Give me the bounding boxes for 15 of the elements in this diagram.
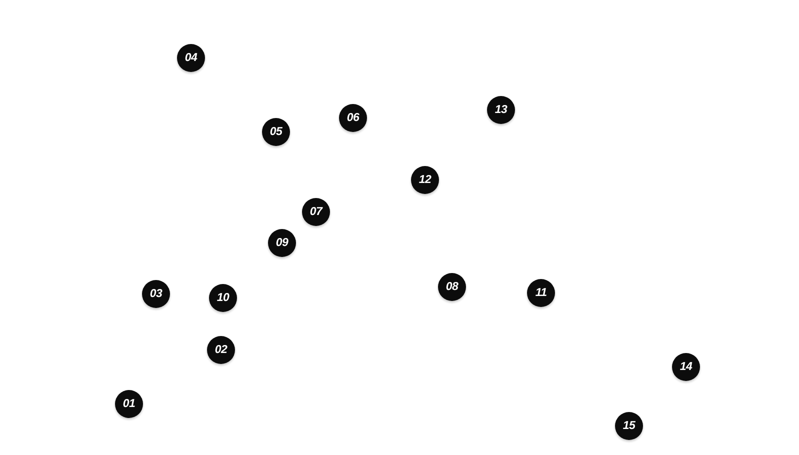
callout-number: 05 xyxy=(262,118,290,146)
callout-number: 13 xyxy=(487,96,515,124)
callout-number: 04 xyxy=(177,44,205,72)
callout-number: 11 xyxy=(527,279,555,307)
callout-number: 02 xyxy=(207,336,235,364)
callout-number: 03 xyxy=(142,280,170,308)
callout-number: 06 xyxy=(339,104,367,132)
callout-number: 10 xyxy=(209,284,237,312)
callout-number: 09 xyxy=(268,229,296,257)
callout-number: 15 xyxy=(615,412,643,440)
callout-number: 12 xyxy=(411,166,439,194)
callout-number: 08 xyxy=(438,273,466,301)
callout-number: 01 xyxy=(115,390,143,418)
callout-number: 14 xyxy=(672,353,700,381)
callout-number: 07 xyxy=(302,198,330,226)
